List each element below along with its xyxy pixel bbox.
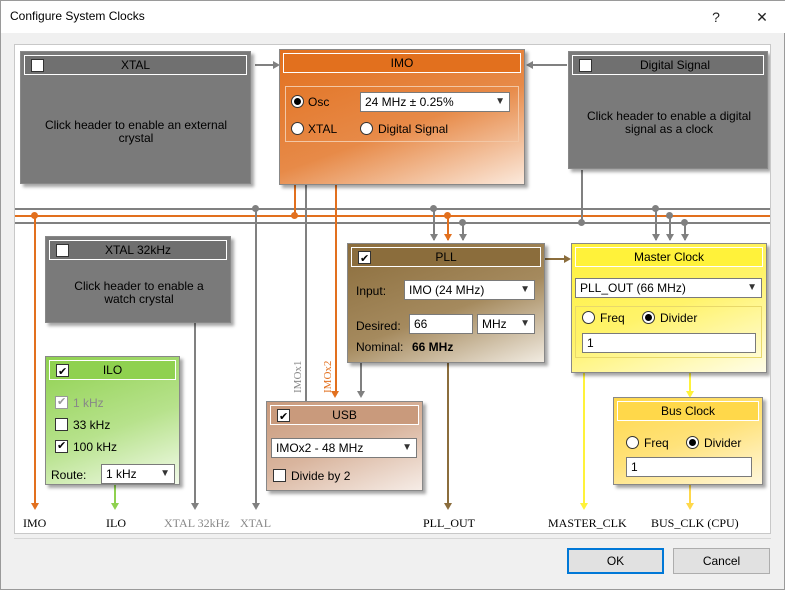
ilo-header[interactable]: ILO xyxy=(49,360,176,381)
imox2-label: IMOx2 xyxy=(322,360,334,393)
master-divider-radio[interactable] xyxy=(642,311,655,324)
bus-line-gray-1 xyxy=(15,208,770,210)
pll-header[interactable]: PLL xyxy=(351,247,541,268)
bus-freq-label: Freq xyxy=(644,436,669,450)
digital-signal-header[interactable]: Digital Signal xyxy=(572,55,764,75)
usb-source-select[interactable]: IMOx2 - 48 MHz▼ xyxy=(271,438,417,458)
bus-divider-input[interactable]: 1 xyxy=(626,457,752,477)
signal-xtal32-label: XTAL 32kHz xyxy=(164,516,230,530)
digital-signal-block: Digital Signal Click header to enable a … xyxy=(568,51,768,169)
ilo-1khz-label: 1 kHz xyxy=(73,396,104,410)
usb-header-label: USB xyxy=(332,408,357,422)
digital-signal-message: Click header to enable a digital signal … xyxy=(586,109,752,136)
usb-enable-checkbox[interactable] xyxy=(277,408,290,426)
master-clock-source-select[interactable]: PLL_OUT (66 MHz)▼ xyxy=(575,278,762,298)
imo-osc-radio[interactable] xyxy=(291,95,304,108)
window-title: Configure System Clocks xyxy=(10,9,145,23)
xtal32-message: Click header to enable a watch crystal xyxy=(74,279,204,306)
imo-header[interactable]: IMO xyxy=(283,53,521,73)
cancel-button[interactable]: Cancel xyxy=(673,548,770,574)
ilo-100khz-checkbox[interactable] xyxy=(55,439,68,453)
usb-block: USB IMOx2 - 48 MHz▼ Divide by 2 xyxy=(266,401,423,491)
chevron-down-icon: ▼ xyxy=(747,282,757,293)
signal-bus-clk-label: BUS_CLK (CPU) xyxy=(651,516,739,530)
xtal-enable-checkbox[interactable] xyxy=(31,59,44,72)
pll-header-label: PLL xyxy=(435,250,457,264)
chevron-down-icon: ▼ xyxy=(495,96,505,107)
master-clock-block: Master Clock PLL_OUT (66 MHz)▼ Freq Divi… xyxy=(571,243,767,373)
clock-diagram: IMOx1 IMOx2 xyxy=(14,44,771,534)
imo-osc-label: Osc xyxy=(308,95,330,109)
ilo-route-label: Route: xyxy=(51,468,87,482)
master-clock-header: Master Clock xyxy=(575,247,763,267)
help-button[interactable]: ? xyxy=(712,9,720,25)
master-freq-label: Freq xyxy=(600,311,625,325)
pll-desired-label: Desired: xyxy=(356,319,401,333)
chevron-down-icon: ▼ xyxy=(160,468,170,479)
imo-frequency-select[interactable]: 24 MHz ± 0.25%▼ xyxy=(360,92,510,112)
master-freq-radio[interactable] xyxy=(582,311,595,324)
bus-freq-radio[interactable] xyxy=(626,436,639,449)
chevron-down-icon: ▼ xyxy=(520,284,530,295)
ilo-33khz-label: 33 kHz xyxy=(73,418,111,432)
master-divider-label: Divider xyxy=(660,311,698,325)
pll-unit-select[interactable]: MHz▼ xyxy=(477,314,535,334)
signal-imo-label: IMO xyxy=(23,516,47,530)
bus-divider-radio[interactable] xyxy=(686,436,699,449)
ilo-enable-checkbox[interactable] xyxy=(56,363,69,381)
imo-digital-label: Digital Signal xyxy=(378,122,449,136)
xtal32-enable-checkbox[interactable] xyxy=(56,244,69,257)
ok-button[interactable]: OK xyxy=(567,548,664,574)
signal-ilo-label: ILO xyxy=(106,516,126,530)
pll-input-select[interactable]: IMO (24 MHz)▼ xyxy=(404,280,535,300)
pll-nominal-value: 66 MHz xyxy=(412,340,454,354)
xtal32-block: XTAL 32kHz Click header to enable a watc… xyxy=(45,236,231,323)
pll-input-label: Input: xyxy=(356,284,387,298)
pll-desired-input[interactable]: 66 xyxy=(409,314,473,334)
digital-signal-header-label: Digital Signal xyxy=(639,58,711,72)
bus-clock-header-label: Bus Clock xyxy=(660,404,716,418)
xtal32-header[interactable]: XTAL 32kHz xyxy=(49,240,227,260)
ilo-block: ILO 1 kHz 33 kHz 100 kHz Route: 1 kHz▼ xyxy=(45,356,180,485)
close-button[interactable]: ✕ xyxy=(756,9,768,25)
signal-xtal-label: XTAL xyxy=(240,516,272,530)
imo-xtal-label: XTAL xyxy=(308,122,338,136)
xtal-header[interactable]: XTAL xyxy=(24,55,247,75)
chevron-down-icon: ▼ xyxy=(520,318,530,329)
pll-block: PLL Input: IMO (24 MHz)▼ Desired: 66 MHz… xyxy=(347,243,545,363)
pll-enable-checkbox[interactable] xyxy=(358,250,371,268)
imox1-label: IMOx1 xyxy=(292,360,304,393)
ilo-33khz-checkbox[interactable] xyxy=(55,418,68,431)
title-bar: Configure System Clocks ? ✕ xyxy=(1,1,785,33)
imo-digital-radio[interactable] xyxy=(360,122,373,135)
chevron-down-icon: ▼ xyxy=(402,442,412,453)
bus-clock-header: Bus Clock xyxy=(617,401,759,421)
ilo-1khz-checkbox[interactable] xyxy=(55,395,68,409)
imo-header-label: IMO xyxy=(390,56,414,70)
xtal-block: XTAL Click header to enable an external … xyxy=(20,51,251,184)
master-clock-header-label: Master Clock xyxy=(633,250,704,264)
usb-divide-checkbox[interactable] xyxy=(273,469,286,482)
imo-block: IMO Osc 24 MHz ± 0.25%▼ XTAL Digital Sig… xyxy=(279,49,525,185)
xtal32-header-label: XTAL 32kHz xyxy=(104,243,172,257)
bus-line-gray-2 xyxy=(15,222,770,224)
xtal-message: Click header to enable an external cryst… xyxy=(44,118,228,145)
master-divider-input[interactable]: 1 xyxy=(582,333,756,353)
imo-xtal-radio[interactable] xyxy=(291,122,304,135)
ilo-100khz-label: 100 kHz xyxy=(73,440,118,454)
signal-pll-out-label: PLL_OUT xyxy=(423,516,475,530)
usb-divide-label: Divide by 2 xyxy=(291,469,351,483)
digital-signal-enable-checkbox[interactable] xyxy=(579,59,592,72)
pll-nominal-label: Nominal: xyxy=(356,340,404,354)
usb-header[interactable]: USB xyxy=(270,405,419,426)
ilo-route-select[interactable]: 1 kHz▼ xyxy=(101,464,175,484)
bus-line-orange xyxy=(15,215,770,217)
bus-clock-block: Bus Clock Freq Divider 1 xyxy=(613,397,763,485)
xtal-header-label: XTAL xyxy=(120,58,151,72)
ilo-header-label: ILO xyxy=(102,363,123,377)
signal-master-clk-label: MASTER_CLK xyxy=(548,516,627,530)
bus-divider-label: Divider xyxy=(704,436,742,450)
